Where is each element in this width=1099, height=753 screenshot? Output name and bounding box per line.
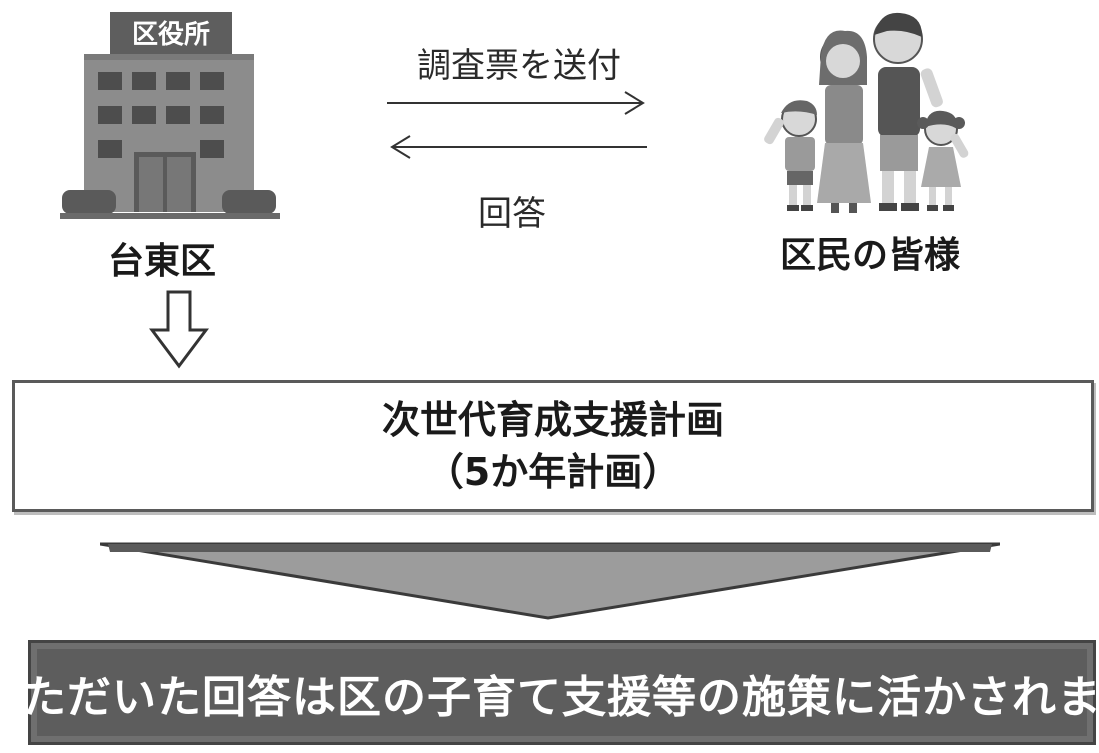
hollow-down-arrow-icon — [149, 290, 209, 369]
office-sign: 区役所 — [132, 20, 210, 50]
plan-box: 次世代育成支援計画 （5か年計画） — [12, 380, 1094, 512]
answer-label: 回答 — [478, 194, 546, 234]
family-icon — [764, 12, 969, 213]
result-text: いただいた回答は区の子育て支援等の施策に活かされます — [0, 671, 1099, 723]
right-arrow-icon — [387, 91, 645, 115]
ward-label: 台東区 — [108, 241, 217, 282]
plan-subtitle: （5か年計画） — [425, 450, 681, 494]
funnel-down-arrow-icon — [100, 542, 1000, 620]
result-banner: いただいた回答は区の子育て支援等の施策に活かされます — [0, 640, 1099, 745]
left-arrow-icon — [390, 135, 647, 159]
plan-title: 次世代育成支援計画 — [381, 398, 724, 442]
ward-office-building-icon: 区役所 — [60, 12, 280, 219]
send-survey-label: 調査票を送付 — [417, 46, 621, 86]
citizens-label: 区民の皆様 — [780, 235, 961, 276]
